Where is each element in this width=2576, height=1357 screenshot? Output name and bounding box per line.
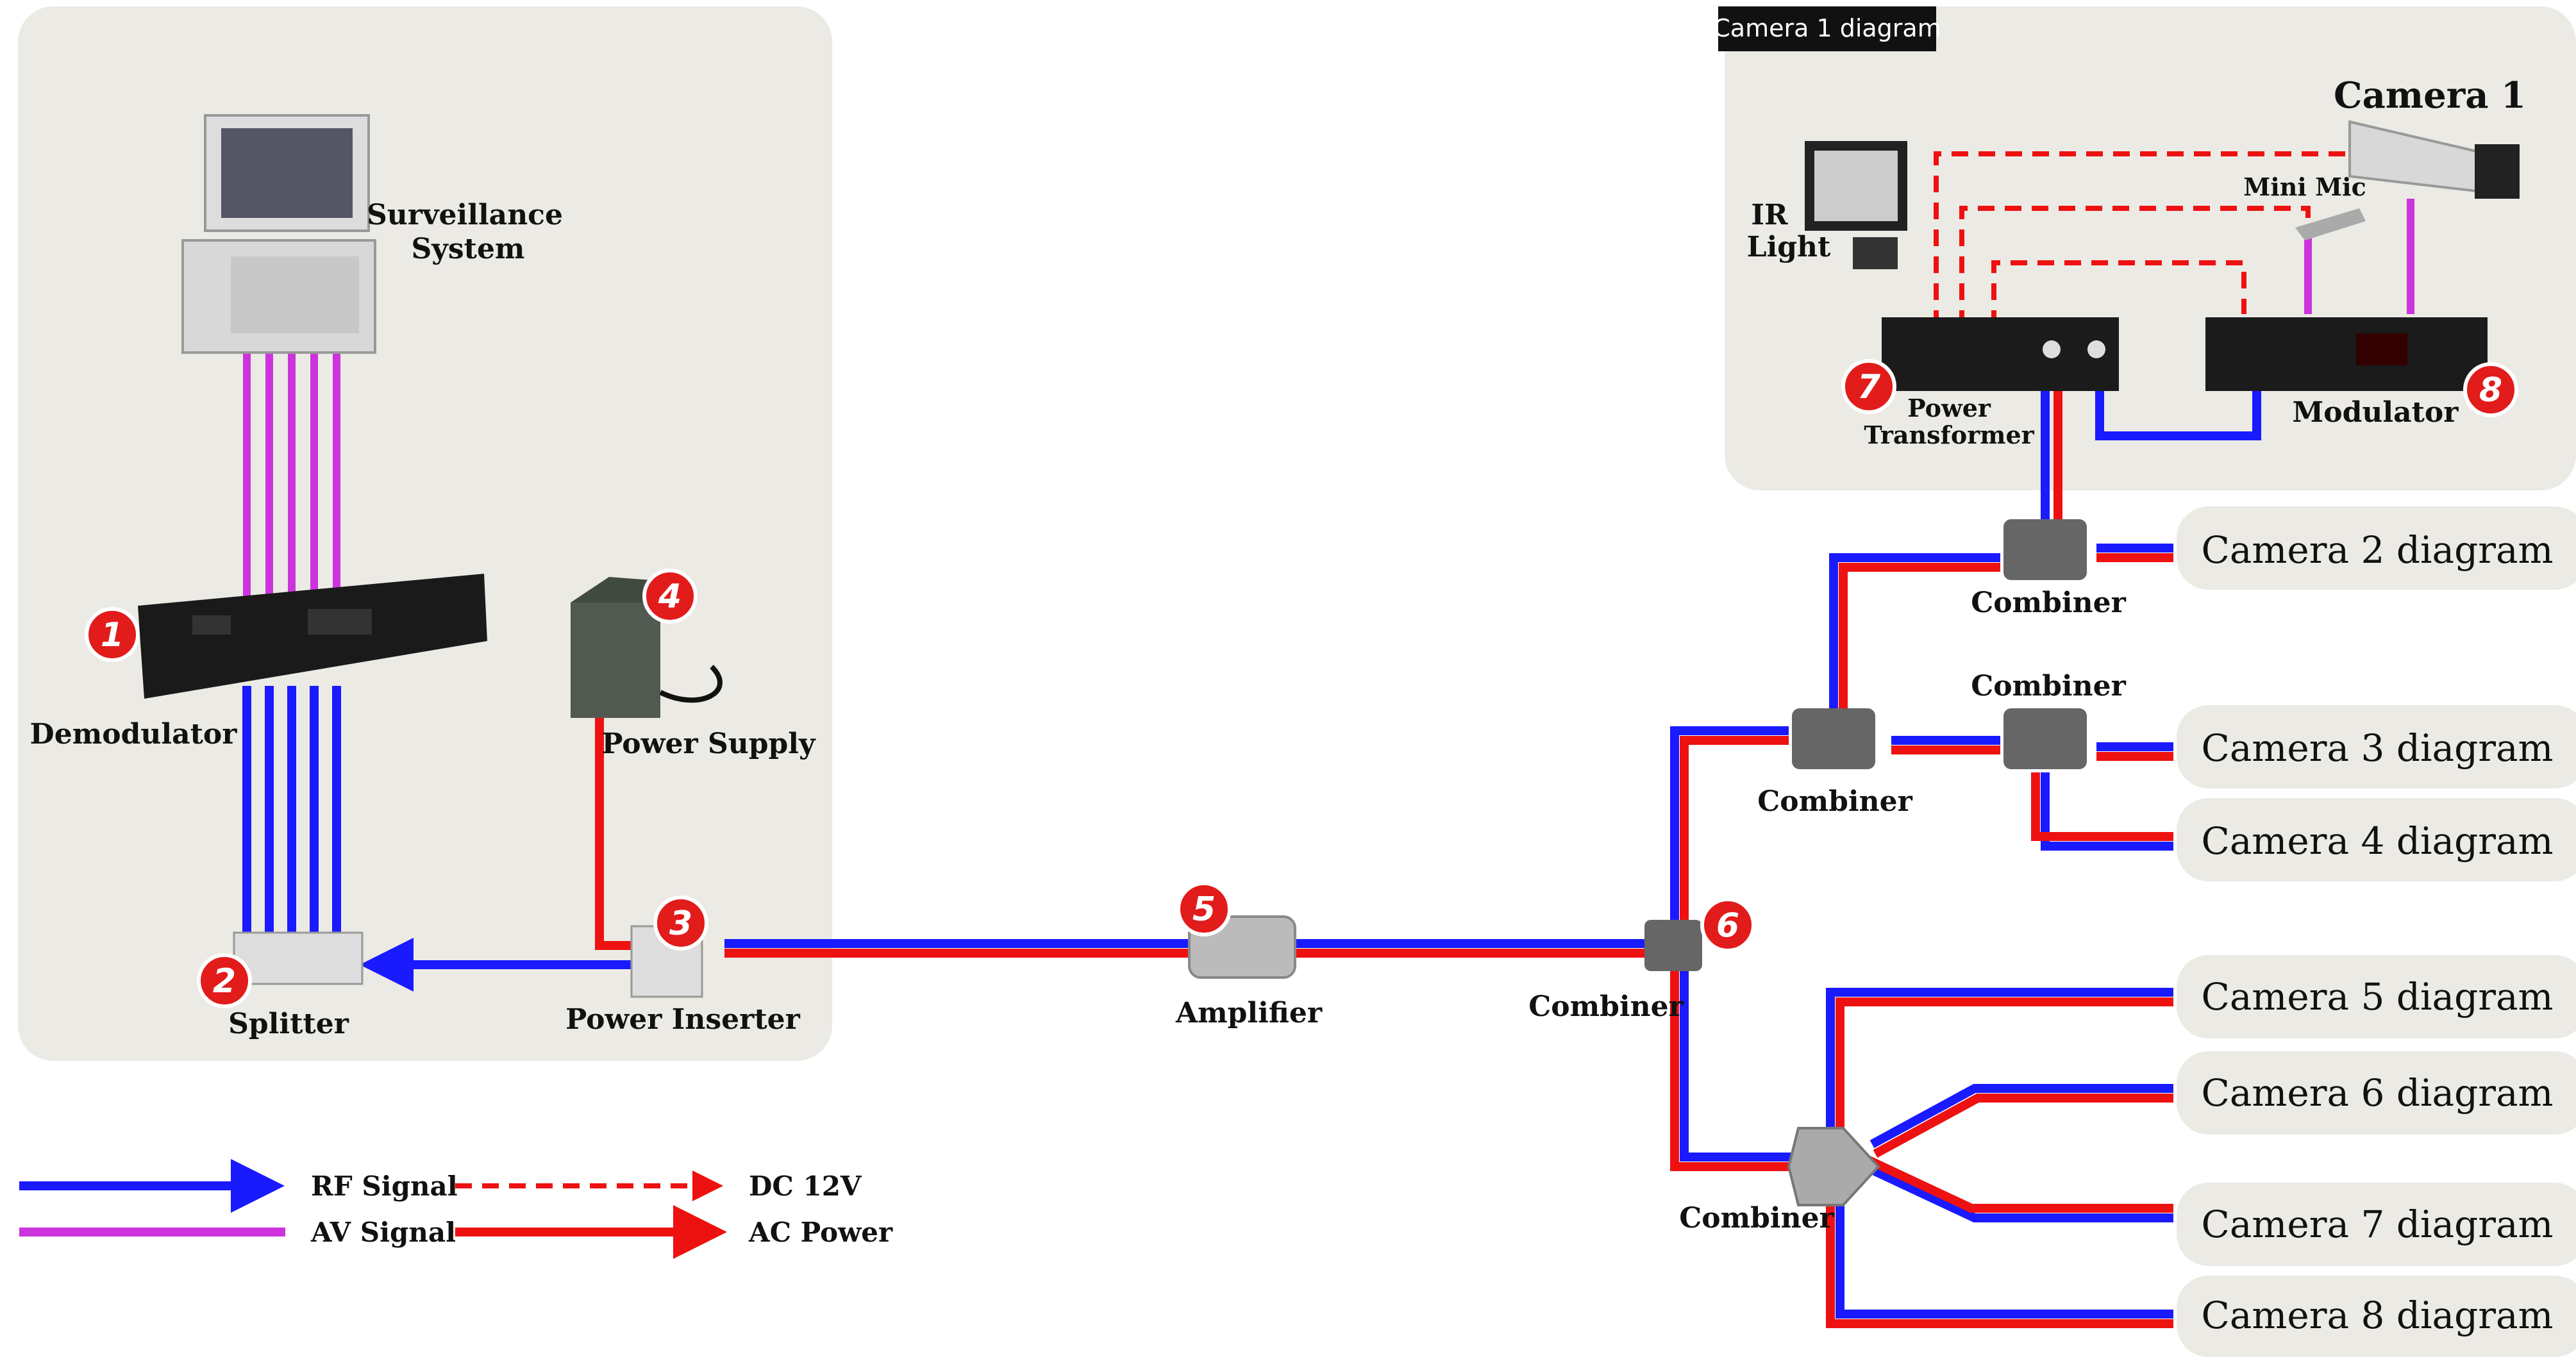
legend-rf-label: RF Signal <box>311 1170 458 1202</box>
ir-light-icon <box>1805 141 1907 269</box>
camera-2-diagram: Camera 2 diagram <box>2201 528 2553 572</box>
surveillance-system-icon <box>181 114 376 354</box>
label-ir-line1: IR <box>1751 199 1788 231</box>
badges: 1 2 3 4 5 6 7 8 <box>85 359 2518 1008</box>
svg-text:6: 6 <box>1716 906 1739 945</box>
badge-2: 2 <box>197 953 252 1008</box>
label-power-inserter: Power Inserter <box>565 1003 800 1036</box>
svg-text:5: 5 <box>1192 890 1216 929</box>
label-power-transformer-line1: Power <box>1907 394 1991 422</box>
label-combiner-mid-left: Combiner <box>1757 785 1912 818</box>
svg-text:3: 3 <box>669 904 692 943</box>
headend-panel <box>18 6 832 1061</box>
label-mini-mic: Mini Mic <box>2243 172 2366 201</box>
rf-cables-splitter <box>242 686 341 933</box>
label-surveillance-line1: Surveillance <box>367 199 563 231</box>
splitter-icon <box>233 931 364 985</box>
camera-diagram-labels: Camera 2 diagram Camera 3 diagram Camera… <box>2201 528 2553 1337</box>
badge-4: 4 <box>642 569 698 624</box>
label-combiner-lower: Combiner <box>1679 1202 1834 1235</box>
legend: RF Signal AV Signal DC 12V AC Power <box>19 1159 893 1259</box>
label-surveillance-line2: System <box>412 233 525 265</box>
trunk-cable <box>724 939 1648 958</box>
label-camera-1: Camera 1 <box>2334 74 2526 117</box>
camera-1-icon <box>2348 120 2520 199</box>
label-ir-line2: Light <box>1747 231 1831 263</box>
camera-3-diagram: Camera 3 diagram <box>2201 726 2553 770</box>
label-combiner-top: Combiner <box>1971 587 2126 619</box>
modulator-icon <box>2205 317 2488 391</box>
av-cables <box>243 353 340 599</box>
label-power-transformer-line2: Transformer <box>1864 420 2034 449</box>
camera-6-diagram: Camera 6 diagram <box>2201 1071 2553 1115</box>
power-transformer-icon <box>1882 317 2119 391</box>
demodulator-icon <box>138 574 487 699</box>
badge-7: 7 <box>1841 359 1896 414</box>
label-splitter: Splitter <box>228 1008 349 1040</box>
legend-dc-label: DC 12V <box>749 1170 862 1202</box>
svg-text:2: 2 <box>213 962 236 1001</box>
label-modulator: Modulator <box>2293 396 2459 429</box>
trunk-up <box>1670 726 1789 926</box>
label-amplifier: Amplifier <box>1175 997 1323 1029</box>
av-cam1 <box>2304 199 2414 314</box>
label-power-supply: Power Supply <box>601 728 816 760</box>
trunk-down <box>1670 965 1795 1171</box>
label-demodulator: Demodulator <box>30 718 238 751</box>
svg-text:4: 4 <box>658 578 682 616</box>
legend-av-label: AV Signal <box>310 1217 456 1248</box>
ac-supply-to-inserter <box>595 683 631 950</box>
combiner-middle-icons <box>1792 519 2087 769</box>
svg-text:1: 1 <box>101 616 124 654</box>
combiner-6-icon <box>1644 920 1702 971</box>
legend-ac-label: AC Power <box>748 1217 893 1248</box>
badge-1: 1 <box>85 607 140 662</box>
svg-text:Camera 1 diagram: Camera 1 diagram <box>1713 14 1941 42</box>
camera-7-diagram: Camera 7 diagram <box>2201 1203 2553 1246</box>
camera1-tab: Camera 1 diagram <box>1713 6 1941 51</box>
label-combiner-6: Combiner <box>1528 990 1684 1023</box>
badge-3: 3 <box>653 895 708 951</box>
badge-6: 6 <box>1700 897 1755 953</box>
camera-feeds <box>1826 544 2173 1328</box>
svg-text:7: 7 <box>1857 368 1881 406</box>
badge-5: 5 <box>1176 881 1232 937</box>
combiner-links <box>1829 553 2000 754</box>
combiner-lower-icon <box>1787 1127 1880 1206</box>
camera-8-diagram: Camera 8 diagram <box>2201 1294 2553 1337</box>
camera-5-diagram: Camera 5 diagram <box>2201 975 2553 1019</box>
mini-mic-icon <box>2295 208 2366 240</box>
svg-text:8: 8 <box>2479 371 2502 410</box>
camera-diagram-pills <box>2177 506 2576 1357</box>
camera-4-diagram: Camera 4 diagram <box>2201 819 2553 863</box>
label-combiner-mid-right: Combiner <box>1971 670 2126 703</box>
badge-8: 8 <box>2463 362 2518 417</box>
